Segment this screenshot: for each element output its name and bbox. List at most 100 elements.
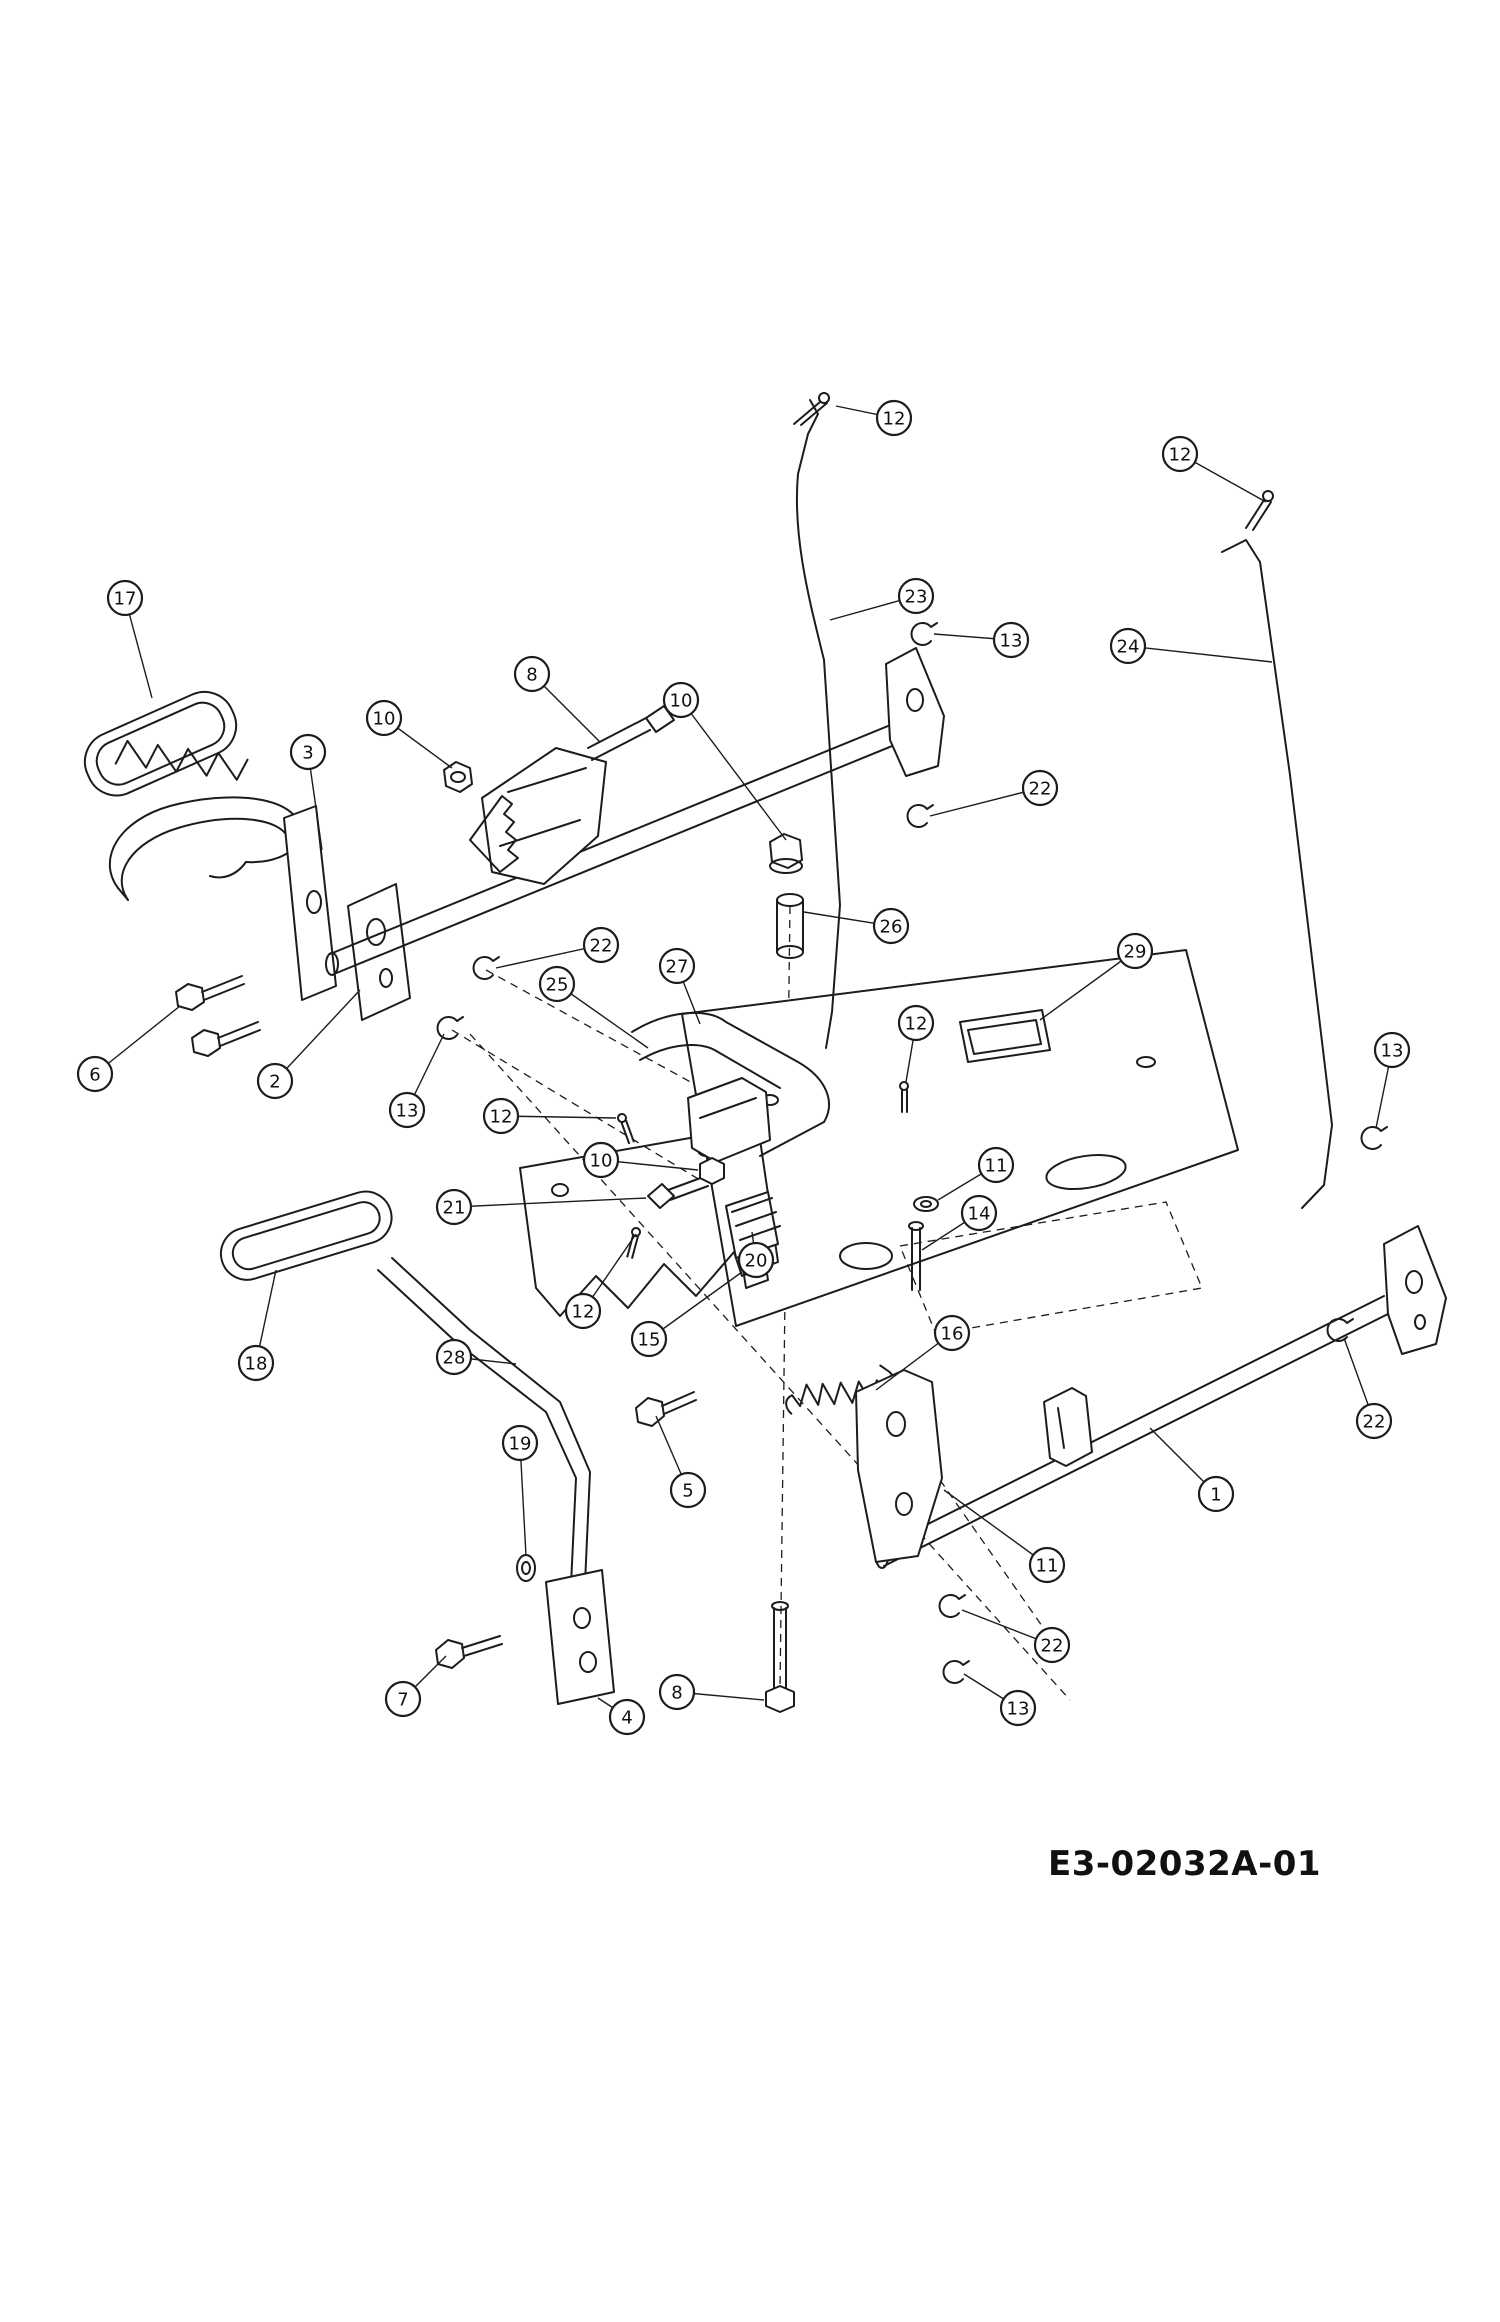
bolt-7 [435,1635,503,1669]
callout-balloon [513,655,551,693]
callout-balloon [1373,1031,1411,1069]
callout-balloon [992,621,1030,659]
callout-balloon [960,1194,998,1232]
callout-3: 3 [289,733,327,851]
pedal-arm-3 [108,796,337,1001]
callout-balloon [365,699,403,737]
callout-number: 13 [1007,1699,1030,1720]
callout-leader-line [1039,950,1136,1021]
callout-balloon [1021,769,1059,807]
callout-balloon [897,1004,935,1042]
callout-number: 28 [443,1348,466,1369]
callout-balloon [435,1338,473,1376]
callout-number: 17 [114,589,137,610]
rod-23 [795,399,841,1049]
callout-number: 8 [526,665,537,686]
pedal-shaft [325,647,945,976]
callout-18: 18 [237,1269,277,1382]
callout-22: 22 [929,769,1059,817]
callout-8: 8 [658,1673,765,1711]
cotter-pin-12-a [899,1081,909,1113]
callout-balloon [737,1241,775,1279]
callout-number: 19 [509,1434,532,1455]
nut-10-mid [769,833,803,874]
nut-10-lower [699,1157,725,1185]
callout-number: 22 [1041,1636,1064,1657]
pedal-plate-4 [545,1569,615,1705]
callout-22: 22 [961,1609,1071,1664]
callout-10: 10 [662,681,787,841]
callout-number: 20 [745,1251,768,1272]
spacer-26 [776,893,804,959]
callout-number: 23 [905,587,928,608]
cotter-pin-12-b [617,1113,635,1145]
callout-13: 13 [388,1033,445,1129]
callout-balloon [933,1314,971,1352]
callout-number: 16 [941,1324,964,1345]
callout-21: 21 [435,1188,647,1226]
callout-number: 14 [968,1204,991,1225]
callout-balloon [388,1091,426,1129]
callout-10: 10 [582,1141,699,1179]
callout-12: 12 [1161,435,1267,503]
cotter-pin-12-right [1245,490,1274,531]
callout-balloon [564,1292,602,1330]
callout-leader-line [680,699,787,841]
callout-number: 18 [245,1354,268,1375]
callout-number: 25 [546,975,569,996]
callout-10: 10 [365,699,453,769]
bolt-8-bottom [765,1601,795,1713]
callout-27: 27 [658,947,701,1025]
callout-balloon [897,577,935,615]
callout-balloon [658,1673,696,1711]
callout-leader-line [648,1271,743,1340]
callout-leader-line [929,787,1041,817]
callout-number: 13 [1381,1041,1404,1062]
callout-number: 12 [490,1107,513,1128]
brake-pedal-18 [219,1190,591,1655]
pedal-pad-17 [83,690,249,797]
pin-14 [908,1221,924,1291]
callout-number: 13 [1000,631,1023,652]
callout-leader-line [274,989,361,1082]
clevis-bracket [1043,1387,1093,1467]
callout-28: 28 [435,1338,517,1376]
callout-balloon [662,681,700,719]
cotter-pin-12-c [626,1227,641,1259]
callout-balloon [237,1344,275,1382]
callout-14: 14 [921,1194,998,1251]
callout-12: 12 [564,1233,637,1330]
callout-22: 22 [495,926,620,969]
callout-balloon [1161,435,1199,473]
callout-15: 15 [630,1271,743,1358]
callout-leader-line [500,1115,617,1119]
cotter-pin-12-top [793,392,830,426]
deck-plate-29 [681,949,1239,1335]
callout-number: 27 [666,957,689,978]
callout-number: 12 [883,409,906,430]
callout-balloon [630,1320,668,1358]
washer-11 [913,1196,939,1212]
callout-number: 12 [572,1302,595,1323]
callout-number: 12 [905,1014,928,1035]
callout-number: 11 [1036,1556,1059,1577]
callout-6: 6 [76,1005,181,1093]
callout-12: 12 [835,399,913,437]
callout-number: 2 [269,1072,280,1093]
callout-number: 10 [590,1151,613,1172]
callout-1: 1 [1149,1427,1235,1513]
callout-balloon [76,1055,114,1093]
callout-balloon [608,1698,646,1736]
washer-19 [516,1554,536,1582]
callout-number: 10 [670,691,693,712]
callout-19: 19 [501,1424,539,1557]
shaft-bracket-left-11 [855,1369,943,1563]
callout-balloon [999,1689,1037,1727]
callout-number: 1 [1210,1485,1221,1506]
callout-number: 21 [443,1198,466,1219]
callout-balloon [501,1424,539,1462]
callout-balloon [538,965,576,1003]
